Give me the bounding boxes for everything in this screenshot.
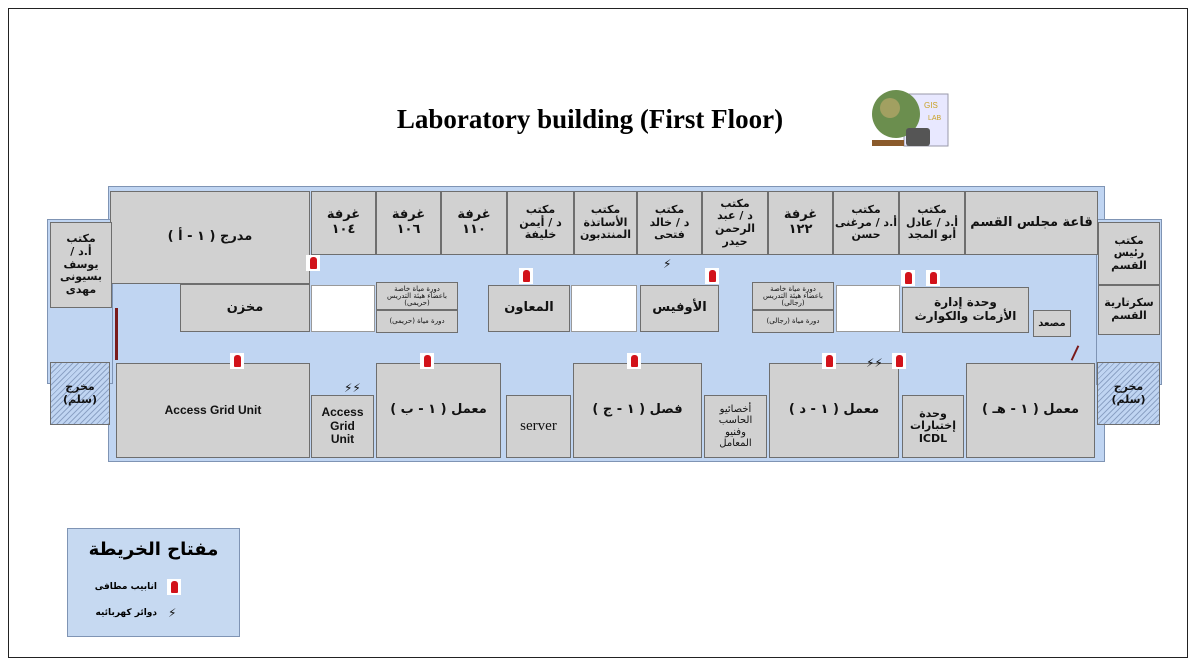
office-department-head[interactable]: مكتب رئيس القسم: [1098, 222, 1160, 285]
fire-extinguisher-icon: [306, 255, 320, 271]
room-110[interactable]: غرفة ١١٠: [441, 191, 507, 255]
crisis-management-unit[interactable]: وحدة إدارة الأزمات والكوارث: [902, 287, 1029, 333]
electric-circuit-icon: ⚡: [663, 257, 672, 271]
fire-extinguisher-icon: [627, 353, 641, 369]
access-grid-unit-large[interactable]: Access Grid Unit: [116, 363, 310, 458]
gis-lab-logo: GIS LAB: [872, 90, 949, 147]
storage-room[interactable]: مخزن: [180, 284, 310, 332]
office-abdelrahman[interactable]: مكتب د / عبد الرحمن حيدر: [702, 191, 768, 255]
legend-title: مفتاح الخريطة: [88, 539, 219, 560]
electric-circuit-icon: ⚡: [168, 606, 177, 620]
department-council-hall[interactable]: قاعة مجلس القسم: [965, 191, 1098, 255]
wall-mark: [115, 308, 118, 360]
electric-circuit-icon: ⚡⚡: [866, 356, 883, 370]
office-marghany[interactable]: مكتب أ.د / مرغنى حسن: [833, 191, 899, 255]
fire-extinguisher-icon: [230, 353, 244, 369]
map-legend: مفتاح الخريطة انابيب مطافى ⚡ دوائر كهربا…: [67, 528, 240, 637]
room-106[interactable]: غرفة ١٠٦: [376, 191, 441, 255]
fire-extinguisher-icon: [420, 353, 434, 369]
lecture-hall-1a[interactable]: مدرج ( ١ - أ ): [110, 191, 310, 284]
mens-restroom[interactable]: دورة مياة (رجالى): [752, 310, 834, 333]
fire-extinguisher-icon: [892, 353, 906, 369]
fire-extinguisher-icon: [822, 353, 836, 369]
lab-technicians-room[interactable]: أخصائيو الحاسب وفنيو المعامل: [704, 395, 767, 458]
page-title: Laboratory building (First Floor): [396, 104, 784, 134]
exit-stairs-left[interactable]: مخرج (سلم): [50, 362, 110, 425]
faculty-womens-restroom[interactable]: دورة مياة خاصة باعضاء هيئة التدريس (حريم…: [376, 282, 458, 310]
office-ayman[interactable]: مكتب د / أيمن خليفة: [507, 191, 574, 255]
faculty-mens-restroom[interactable]: دورة مياة خاصة باعضاء هيئة التدريس (رجال…: [752, 282, 834, 310]
lab-1e[interactable]: معمل ( ١ - هـ ): [966, 363, 1095, 458]
lab-1b[interactable]: معمل ( ١ - ب ): [376, 363, 501, 458]
fire-extinguisher-icon: [705, 268, 719, 284]
legend-label-extinguishers: انابيب مطافى: [94, 582, 157, 592]
office-visiting-professors[interactable]: مكتب الأساتذة المنتدبون: [574, 191, 637, 255]
fire-extinguisher-icon: [901, 270, 915, 286]
office-yousef[interactable]: مكتب أ.د / يوسف بسيونى مهدى: [50, 222, 112, 308]
womens-restroom[interactable]: دورة مياة (حريمى): [376, 310, 458, 333]
lab-1d[interactable]: معمل ( ١ - د ): [769, 363, 899, 458]
electric-circuit-icon: ⚡⚡: [344, 381, 361, 395]
icdl-testing-unit[interactable]: وحدة إختبارات ICDL: [902, 395, 964, 458]
map-frame: [8, 8, 1188, 658]
office-adel[interactable]: مكتب أ.د / عادل أبو المجد: [899, 191, 965, 255]
fire-extinguisher-icon: [519, 268, 533, 284]
svg-text:LAB: LAB: [928, 115, 942, 122]
legend-label-electrical: دوائر كهربائيه: [95, 608, 157, 618]
elevator[interactable]: مصعد: [1033, 310, 1071, 337]
open-space: [836, 285, 900, 332]
classroom-1c[interactable]: فصل ( ١ - ج ): [573, 363, 702, 458]
room-122[interactable]: غرفة ١٢٢: [768, 191, 833, 255]
pantry-office[interactable]: الأوفيس: [640, 285, 719, 332]
server-room[interactable]: server: [506, 395, 571, 458]
room-104[interactable]: غرفة ١٠٤: [311, 191, 376, 255]
svg-text:GIS: GIS: [924, 101, 938, 110]
fire-extinguisher-icon: [167, 579, 181, 595]
department-secretariat[interactable]: سكرتارية القسم: [1098, 285, 1160, 335]
exit-stairs-right[interactable]: مخرج (سلم): [1097, 362, 1160, 425]
fire-extinguisher-icon: [926, 270, 940, 286]
access-grid-unit-small[interactable]: Access Grid Unit: [311, 395, 374, 458]
assistant-office[interactable]: المعاون: [488, 285, 570, 332]
open-space: [311, 285, 375, 332]
open-space: [571, 285, 637, 332]
office-khaled[interactable]: مكتب د / خالد فتحى: [637, 191, 702, 255]
